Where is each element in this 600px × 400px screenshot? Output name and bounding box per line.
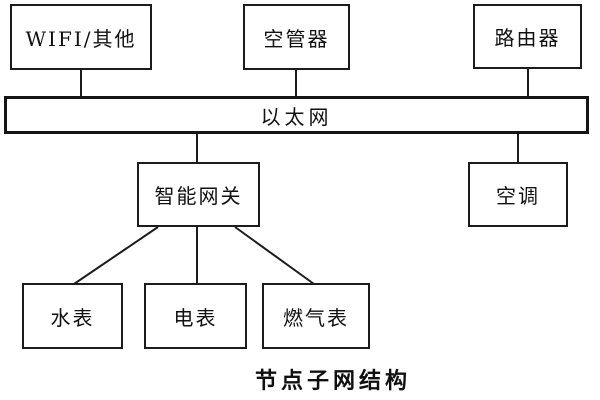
node-air-conditioner: 空调 [468, 162, 568, 227]
ethernet-bus: 以太网 [4, 96, 589, 134]
node-gas-meter: 燃气表 [262, 283, 370, 349]
diagram-caption: 节点子网结构 [254, 369, 412, 394]
node-wifi-other-label: WIFI/其他 [25, 26, 137, 51]
node-smart-gateway: 智能网关 [137, 162, 260, 227]
node-electric-meter-label: 电表 [173, 305, 218, 330]
node-air-conditioner-label: 空调 [496, 184, 540, 208]
node-water-meter: 水表 [22, 283, 123, 349]
node-smart-gateway-label: 智能网关 [154, 184, 243, 208]
node-air-controller-label: 空管器 [263, 26, 330, 51]
node-router-label: 路由器 [494, 26, 561, 50]
node-water-meter-label: 水表 [50, 305, 95, 330]
node-air-controller: 空管器 [243, 4, 350, 70]
node-electric-meter: 电表 [144, 283, 247, 349]
node-wifi-other: WIFI/其他 [10, 4, 152, 70]
node-router: 路由器 [473, 4, 582, 69]
node-gas-meter-label: 燃气表 [283, 305, 349, 330]
ethernet-bus-label: 以太网 [260, 104, 333, 129]
